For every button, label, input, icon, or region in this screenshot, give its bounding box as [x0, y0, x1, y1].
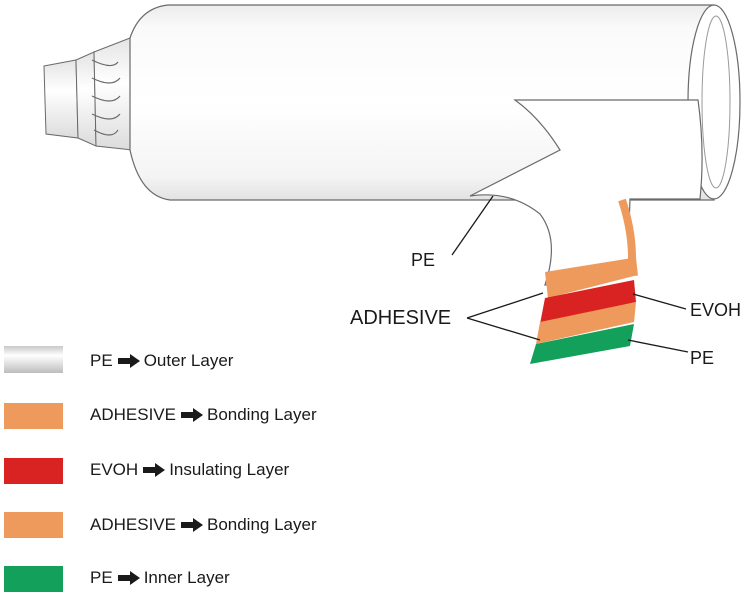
legend-swatch-adhesive-2: [4, 512, 63, 538]
layer-stack: [530, 198, 638, 364]
legend-layer-name: PE: [90, 568, 113, 587]
legend-layer-name: PE: [90, 351, 113, 370]
callout-pe-inner: PE: [690, 348, 715, 368]
legend-swatch-pe-outer: [4, 346, 63, 373]
peeled-layer-strip: [469, 99, 703, 286]
right-arrow-icon: [117, 571, 140, 585]
legend-row-3: EVOH Insulating Layer: [90, 460, 289, 480]
legend-layer-name: ADHESIVE: [90, 515, 176, 534]
legend-layer-role: Insulating Layer: [169, 460, 290, 479]
legend-row-4: ADHESIVE Bonding Layer: [90, 515, 317, 535]
callout-adhesive: ADHESIVE: [350, 307, 452, 329]
legend-layer-role: Outer Layer: [143, 351, 234, 370]
tube-neck: [43, 37, 133, 151]
adhesive-layer-bottom: [536, 302, 636, 344]
legend-swatch-adhesive-1: [4, 403, 63, 429]
callout-evoh: EVOH: [690, 300, 742, 320]
legend-row-2: ADHESIVE Bonding Layer: [90, 405, 317, 425]
legend-swatch-pe-inner: [4, 566, 63, 592]
legend-layer-name: EVOH: [90, 460, 139, 479]
right-arrow-icon: [117, 354, 140, 368]
adhesive-layer-top: [545, 258, 634, 298]
legend-layer-role: Inner Layer: [143, 568, 230, 587]
pe-inner-layer: [530, 324, 634, 364]
callout-pe-outer: PE: [411, 250, 436, 270]
legend-row-5: PE Inner Layer: [90, 568, 230, 588]
evoh-layer: [540, 280, 636, 324]
right-arrow-icon: [143, 463, 166, 477]
right-arrow-icon: [180, 518, 203, 532]
right-arrow-icon: [180, 408, 203, 422]
leader-lines: [451, 195, 689, 353]
legend-layer-role: Bonding Layer: [206, 515, 317, 534]
legend-layer-name: ADHESIVE: [90, 405, 176, 424]
legend-layer-role: Bonding Layer: [206, 405, 317, 424]
legend-swatch-evoh: [4, 458, 63, 484]
legend-row-1: PE Outer Layer: [90, 351, 233, 371]
